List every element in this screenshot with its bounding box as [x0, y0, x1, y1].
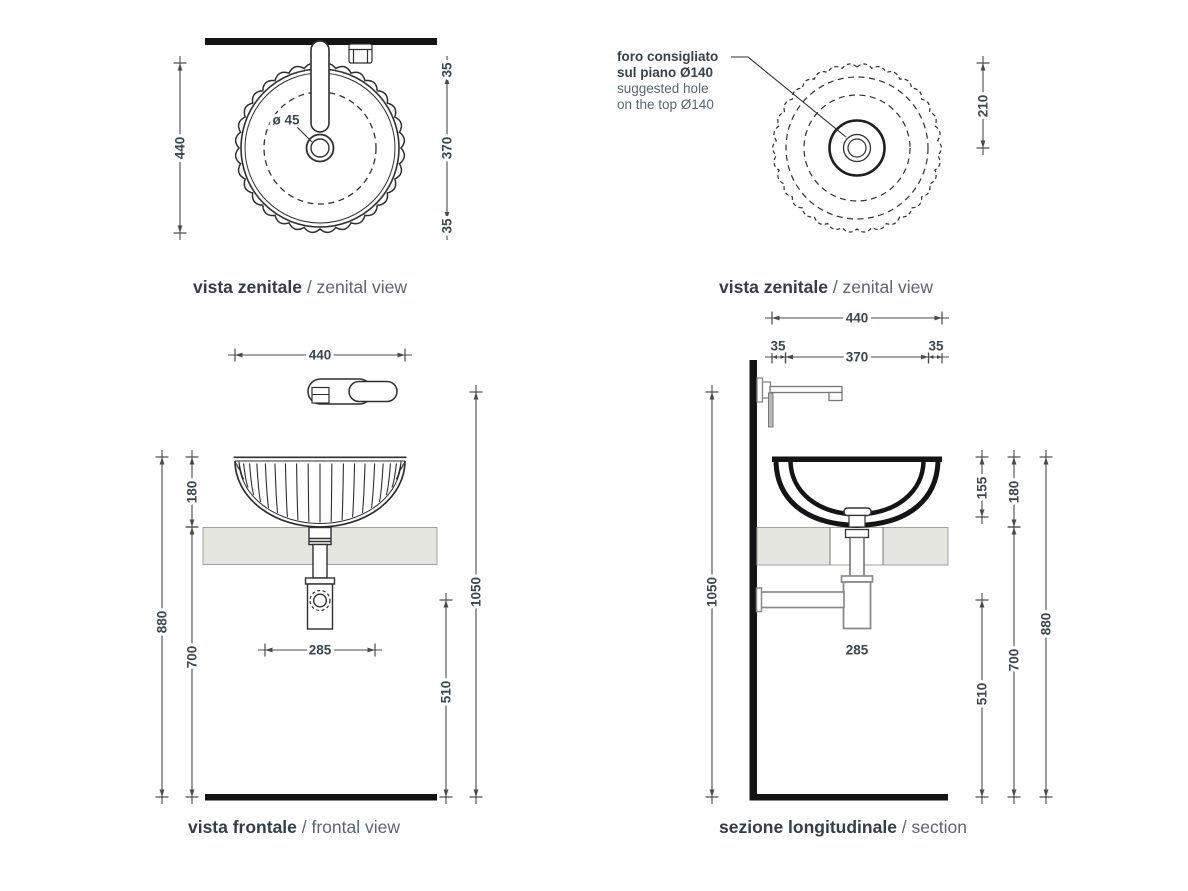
- trap-cap: [840, 575, 874, 583]
- trap-body: [842, 581, 872, 630]
- faucet-spout: [769, 385, 843, 394]
- trap-assembly-section: [755, 528, 874, 630]
- note-italian-line2: sul piano Ø140: [617, 65, 713, 80]
- floor-line: [205, 794, 437, 801]
- drain-plug-neck: [848, 514, 866, 528]
- caption-zenital-right: vista zenitale / zenital view: [719, 277, 933, 297]
- dim-label-880-frontal: 880: [155, 611, 170, 634]
- dim-label-180-section: 180: [1007, 481, 1022, 504]
- dim-label-700-frontal: 700: [185, 646, 200, 669]
- dim-label-510-section: 510: [975, 683, 990, 706]
- dim-label-285-frontal: 285: [309, 643, 332, 658]
- dim-label-370-section: 370: [846, 350, 869, 365]
- faucet-spout-top-view: [310, 40, 330, 133]
- waste-pipe: [759, 591, 845, 609]
- dim-label-155-section: 155: [975, 476, 990, 499]
- dim-label-35-right-section: 35: [928, 339, 944, 354]
- faucet-spout: [348, 380, 398, 403]
- waste-pipe-flange: [755, 587, 763, 613]
- basin-section: [772, 456, 942, 529]
- drain-hole: [847, 138, 867, 158]
- caption-zenital-left: vista zenitale / zenital view: [193, 277, 407, 297]
- basin-inner-profile: [238, 460, 402, 524]
- note-leader-line: [731, 56, 847, 138]
- basin-bottom-dashed: [803, 94, 911, 202]
- drain-assembly-frontal: [304, 526, 336, 630]
- caption-section: sezione longitudinale / section: [719, 817, 967, 837]
- dim-label-370-zenital: 370: [440, 137, 455, 160]
- caption-english: / zenital view: [302, 277, 407, 297]
- dim-label-285-section: 285: [846, 643, 869, 658]
- caption-english: / section: [897, 817, 967, 837]
- dim-label-1050-section: 1050: [705, 577, 720, 607]
- dim-label-510-frontal: 510: [439, 681, 454, 704]
- caption-english: / frontal view: [297, 817, 400, 837]
- dim-label-700-section: 700: [1007, 649, 1022, 672]
- section-view: [749, 360, 949, 801]
- faucet-spout-tip: [828, 391, 843, 402]
- basin-flutes: [235, 463, 405, 523]
- dim-label-210: 210: [976, 95, 991, 118]
- dim-label-180-frontal: 180: [185, 481, 200, 504]
- caption-frontal: vista frontale / frontal view: [188, 817, 400, 837]
- drain-plug-cap: [843, 507, 872, 517]
- zenital-view-right: [731, 56, 942, 233]
- frontal-view: [202, 378, 438, 801]
- dim-label-880-section: 880: [1039, 613, 1054, 636]
- note-italian-line1: foro consigliato: [617, 49, 718, 64]
- faucet-cartridge: [311, 386, 330, 404]
- dim-label-35-left-section: 35: [770, 339, 786, 354]
- floor-section: [749, 794, 948, 801]
- dim-label-440-zenital: 440: [173, 137, 188, 160]
- dim-label-440-section: 440: [846, 311, 869, 326]
- zenital-view-left: [205, 38, 437, 234]
- drain-leader-line: [296, 126, 313, 143]
- drain-hole: [310, 138, 330, 158]
- caption-italian: vista zenitale: [719, 277, 828, 297]
- dimension-lines: [155, 56, 1053, 804]
- dim-label-440-frontal: 440: [309, 348, 332, 363]
- note-english-line1: suggested hole: [617, 81, 709, 96]
- faucet-plan: [307, 378, 398, 405]
- caption-italian: vista zenitale: [193, 277, 302, 297]
- basin-inner-bowl: [788, 461, 926, 517]
- note-english-line2: on the top Ø140: [617, 97, 714, 112]
- wall-section: [749, 360, 757, 801]
- dim-label-1050-frontal: 1050: [469, 577, 484, 607]
- dim-label-35-bottom-zenital: 35: [440, 218, 455, 234]
- dim-label-drain-diameter: ø 45: [272, 113, 300, 128]
- basin-rim-dashed: [785, 76, 929, 220]
- caption-english: / zenital view: [828, 277, 933, 297]
- caption-italian: sezione longitudinale: [719, 817, 897, 837]
- caption-italian: vista frontale: [188, 817, 297, 837]
- faucet-section: [756, 377, 843, 428]
- dimension-labels: 440 35 370 35 ø 45 210 foro consigliato …: [152, 49, 1057, 708]
- captions: vista zenitale / zenital view vista zeni…: [188, 277, 967, 837]
- dim-label-35-top-zenital: 35: [440, 62, 455, 78]
- basin-scalloped-edge-dashed: [772, 63, 942, 233]
- faucet-lever: [768, 392, 774, 428]
- faucet-escutcheon: [756, 377, 764, 403]
- faucet-handle-top-view: [348, 43, 373, 64]
- drain-nut: [844, 528, 870, 539]
- drain-tailpipe: [849, 536, 865, 578]
